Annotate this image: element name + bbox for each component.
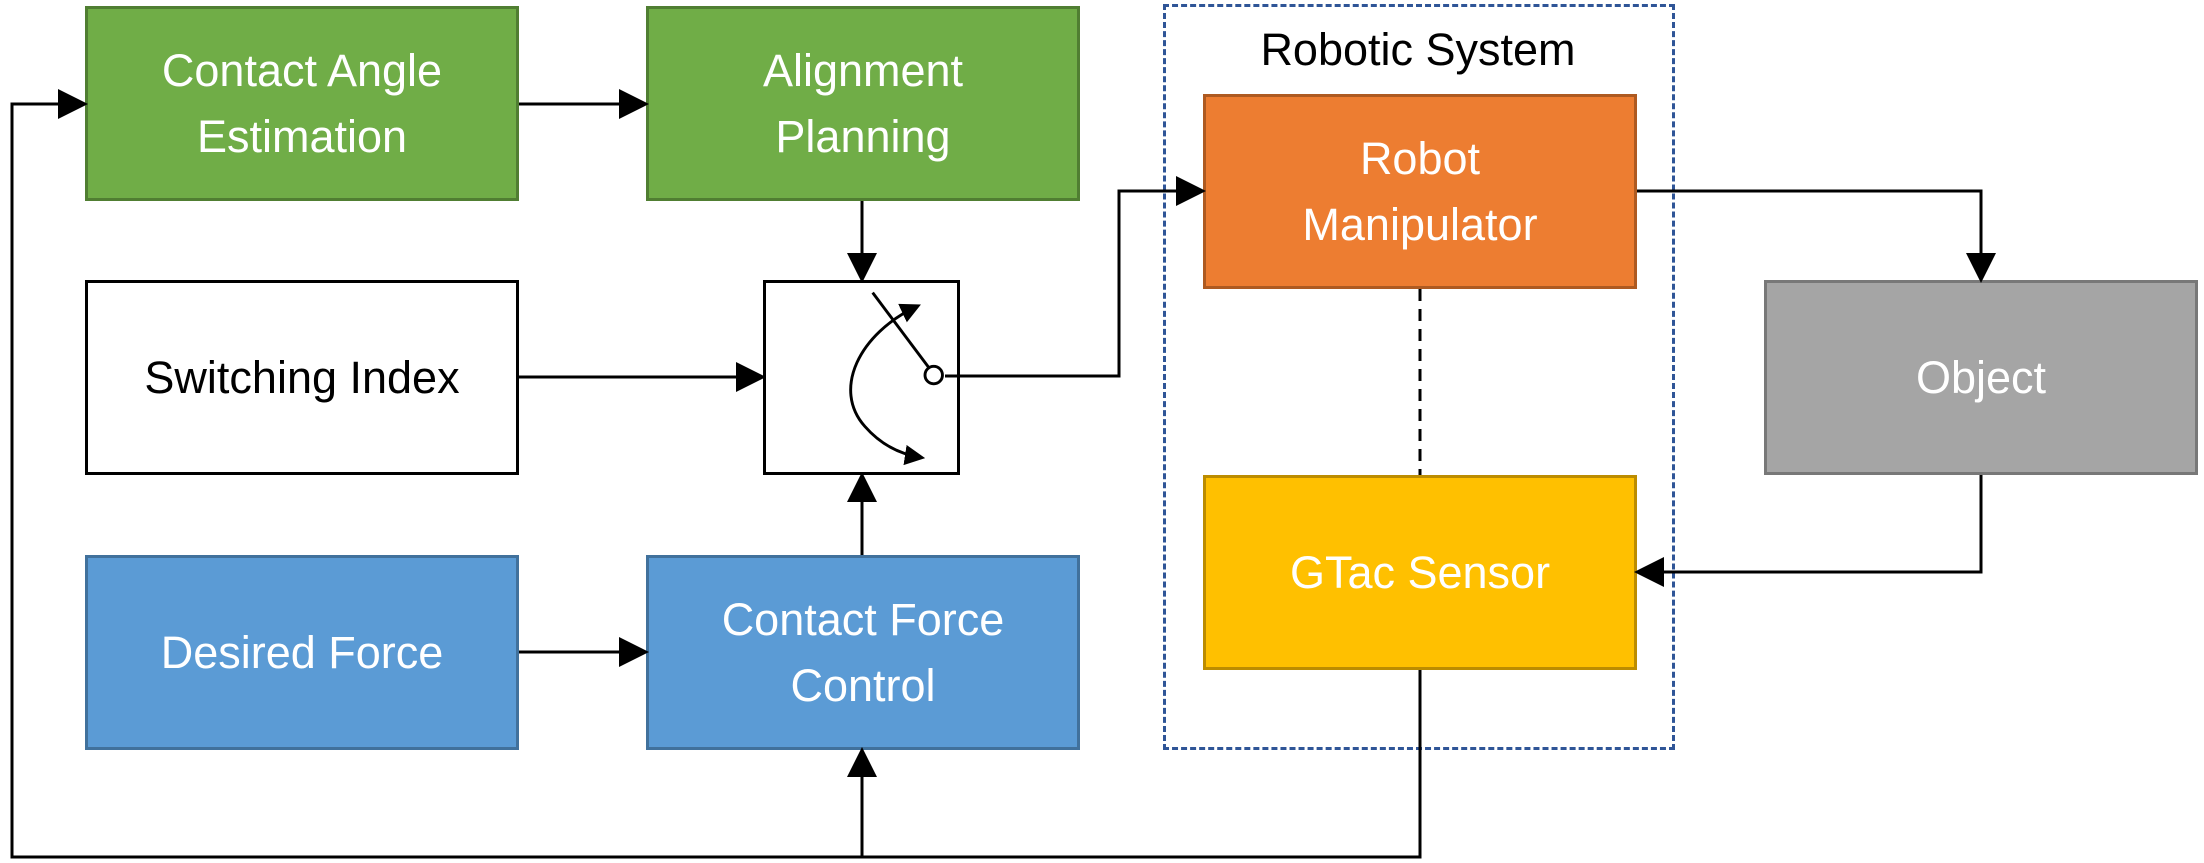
gtac-sensor-block: GTac Sensor bbox=[1203, 475, 1637, 670]
feedback-line-bottom bbox=[10, 89, 1422, 859]
switching-index-block: Switching Index bbox=[85, 280, 519, 475]
arrow-switch-to-robot bbox=[945, 176, 1206, 378]
desired-force-block: Desired Force bbox=[85, 555, 519, 750]
object-block: Object bbox=[1764, 280, 2198, 475]
contact-angle-estimation-block: Contact Angle Estimation bbox=[85, 6, 519, 201]
arrow-object-to-sensor bbox=[1634, 475, 1983, 587]
arrow-robot-to-object bbox=[1637, 189, 1996, 283]
robotic-system-label: Robotic System bbox=[1260, 24, 1576, 75]
contact-force-control-block: Contact Force Control bbox=[646, 555, 1080, 750]
switch-block bbox=[763, 280, 960, 475]
switch-icon bbox=[849, 291, 944, 466]
robot-manipulator-block: Robot Manipulator bbox=[1203, 94, 1637, 289]
